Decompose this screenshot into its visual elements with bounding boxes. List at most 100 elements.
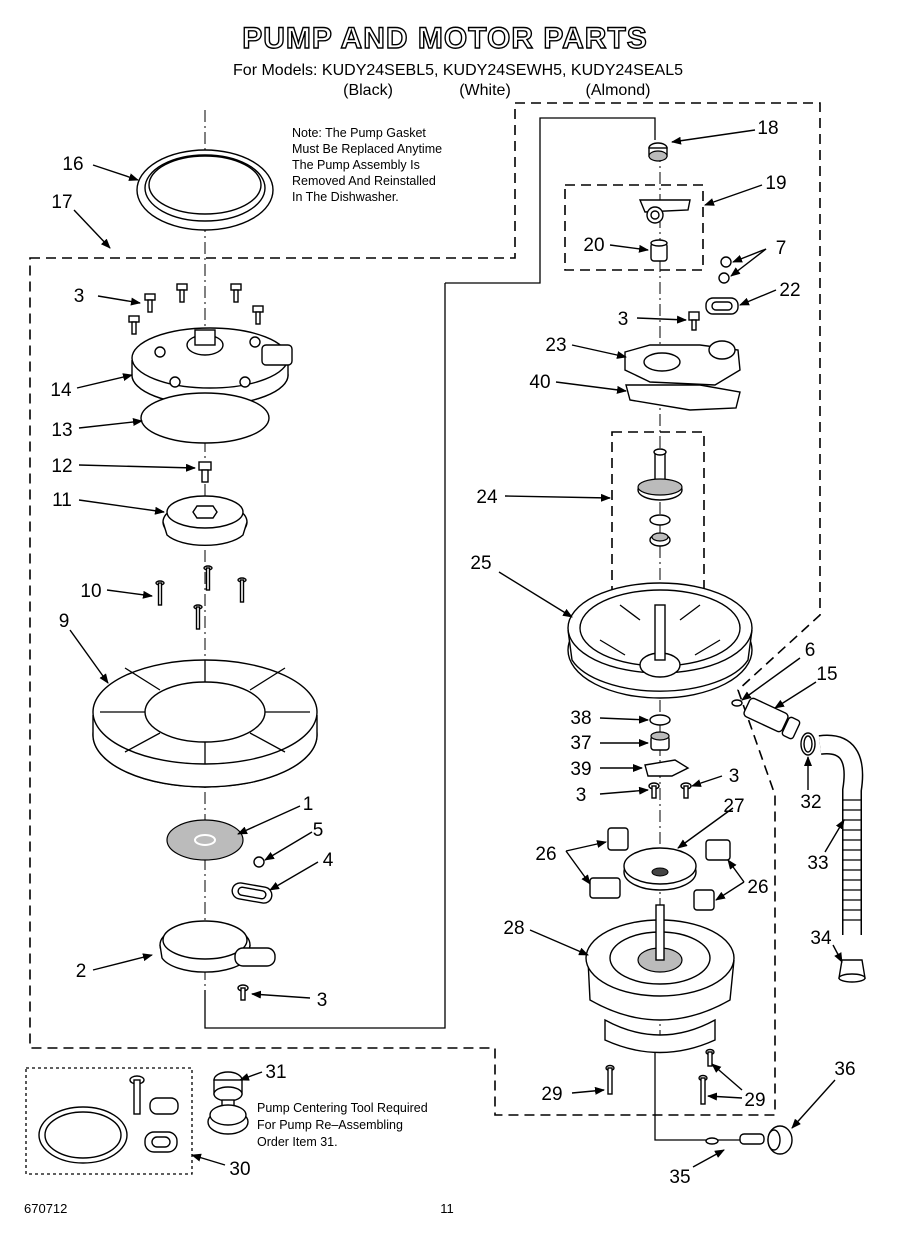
- page-title: PUMP AND MOTOR PARTS: [242, 22, 648, 55]
- item-19-group-box: [564, 184, 704, 271]
- callout-39: 39: [570, 759, 591, 780]
- motor-mount-part: [567, 582, 753, 699]
- callout-22: 22: [779, 280, 800, 301]
- callout-38: 38: [570, 708, 591, 729]
- centering-tool-note: Pump Centering Tool Required For Pump Re…: [257, 1101, 428, 1149]
- callout-34: 34: [810, 928, 832, 949]
- screw-bottom-part: [237, 984, 249, 1001]
- callout-12: 12: [51, 456, 72, 477]
- filter-screen-part: [166, 819, 244, 861]
- ball-part: [718, 272, 730, 284]
- callout-30: 30: [229, 1159, 250, 1180]
- repair-kit-part: [38, 1075, 179, 1164]
- callout-40: 40: [529, 372, 550, 393]
- callout-36: 36: [834, 1059, 855, 1080]
- bearing-oring-part: [649, 714, 671, 726]
- screws-top-part: [128, 283, 264, 335]
- gasket-note-line: Note: The Pump Gasket: [292, 126, 426, 140]
- callout-20: 20: [583, 235, 604, 256]
- callout-labels: 16 17 3 14 13 12 11 10 9 1 5 4 2 3 18 19…: [50, 118, 855, 1188]
- gasket-note: Note: The Pump Gasket Must Be Replaced A…: [292, 126, 442, 204]
- plunger-part: [650, 239, 668, 262]
- drain-knob-part: [767, 1125, 793, 1155]
- pump-cover-part: [159, 920, 276, 973]
- gasket-note-line: Must Be Replaced Anytime: [292, 142, 442, 156]
- callout-7: 7: [776, 238, 787, 259]
- callout-24: 24: [476, 487, 498, 508]
- lever-spring-part: [638, 199, 691, 224]
- shaft-seal-part: [637, 448, 683, 547]
- screws-part: [648, 782, 692, 799]
- left-connector-line: [204, 283, 446, 1029]
- drain-tube-part: [705, 1133, 765, 1145]
- callout-9: 9: [59, 611, 70, 632]
- impeller-screw-part: [198, 461, 212, 483]
- impeller-part: [162, 495, 248, 547]
- hose-end-part: [838, 959, 866, 983]
- tool-note-line: Order Item 31.: [257, 1135, 338, 1149]
- hose-oring-part: [731, 699, 743, 707]
- page-number: 11: [440, 1201, 454, 1216]
- drain-connector-line: [654, 1045, 760, 1141]
- check-ball-part: [253, 856, 265, 868]
- gasket-note-line: The Pump Assembly Is: [292, 158, 420, 172]
- callout-31: 31: [265, 1062, 286, 1083]
- callout-3: 3: [317, 990, 328, 1011]
- motor-clip-part: [589, 827, 731, 911]
- callout-25: 25: [470, 553, 491, 574]
- callout-29: 29: [744, 1090, 765, 1111]
- drain-fitting-part: [743, 697, 801, 740]
- callout-29: 29: [541, 1084, 562, 1105]
- callout-19: 19: [765, 173, 786, 194]
- motor-part: [585, 904, 735, 1054]
- callout-32: 32: [800, 792, 821, 813]
- gasket-note-line: In The Dishwasher.: [292, 190, 399, 204]
- tool-note-line: Pump Centering Tool Required: [257, 1101, 428, 1115]
- callout-26: 26: [535, 844, 556, 865]
- o-ring-part: [140, 392, 270, 444]
- callout-14: 14: [50, 380, 72, 401]
- valve-body-part: [624, 340, 741, 386]
- pump-base-part: [92, 659, 318, 788]
- hose-clamp-part: [800, 732, 816, 756]
- callout-1: 1: [303, 794, 314, 815]
- tool-note-line: For Pump Re–Assembling: [257, 1118, 403, 1132]
- color-black: (Black): [343, 82, 393, 99]
- bearing-plate-part: [644, 759, 690, 777]
- seal-gasket-part: [231, 882, 273, 904]
- screw-part: [688, 311, 700, 331]
- mounting-bolts-part: [605, 1048, 715, 1105]
- callout-23: 23: [545, 335, 566, 356]
- callout-28: 28: [503, 918, 524, 939]
- callout-18: 18: [757, 118, 778, 139]
- gasket-note-line: Removed And Reinstalled: [292, 174, 436, 188]
- pump-gasket-part: [136, 149, 274, 231]
- model-list: For Models: KUDY24SEBL5, KUDY24SEWH5, KU…: [233, 62, 683, 79]
- callout-16: 16: [62, 154, 83, 175]
- callout-26: 26: [747, 877, 768, 898]
- color-white: (White): [459, 82, 511, 99]
- drain-hose-part: [818, 734, 864, 935]
- leader-arrows: [69, 129, 845, 1168]
- repair-kit-box: [25, 1067, 193, 1175]
- callout-13: 13: [51, 420, 72, 441]
- callout-37: 37: [570, 733, 591, 754]
- callout-6: 6: [805, 640, 816, 661]
- callout-3: 3: [576, 785, 587, 806]
- ball-part: [720, 256, 732, 268]
- callout-33: 33: [807, 853, 828, 874]
- callout-35: 35: [669, 1167, 690, 1188]
- document-number: 670712: [24, 1201, 67, 1216]
- valve-cap-part: [648, 142, 668, 162]
- callout-4: 4: [323, 850, 334, 871]
- fan-part: [623, 847, 697, 891]
- callout-10: 10: [80, 581, 101, 602]
- callout-27: 27: [723, 796, 744, 817]
- callout-3: 3: [618, 309, 629, 330]
- seal-part: [705, 297, 739, 315]
- right-connector-line: [445, 117, 656, 284]
- callout-3: 3: [74, 286, 85, 307]
- callout-3: 3: [729, 766, 740, 787]
- callout-5: 5: [313, 820, 324, 841]
